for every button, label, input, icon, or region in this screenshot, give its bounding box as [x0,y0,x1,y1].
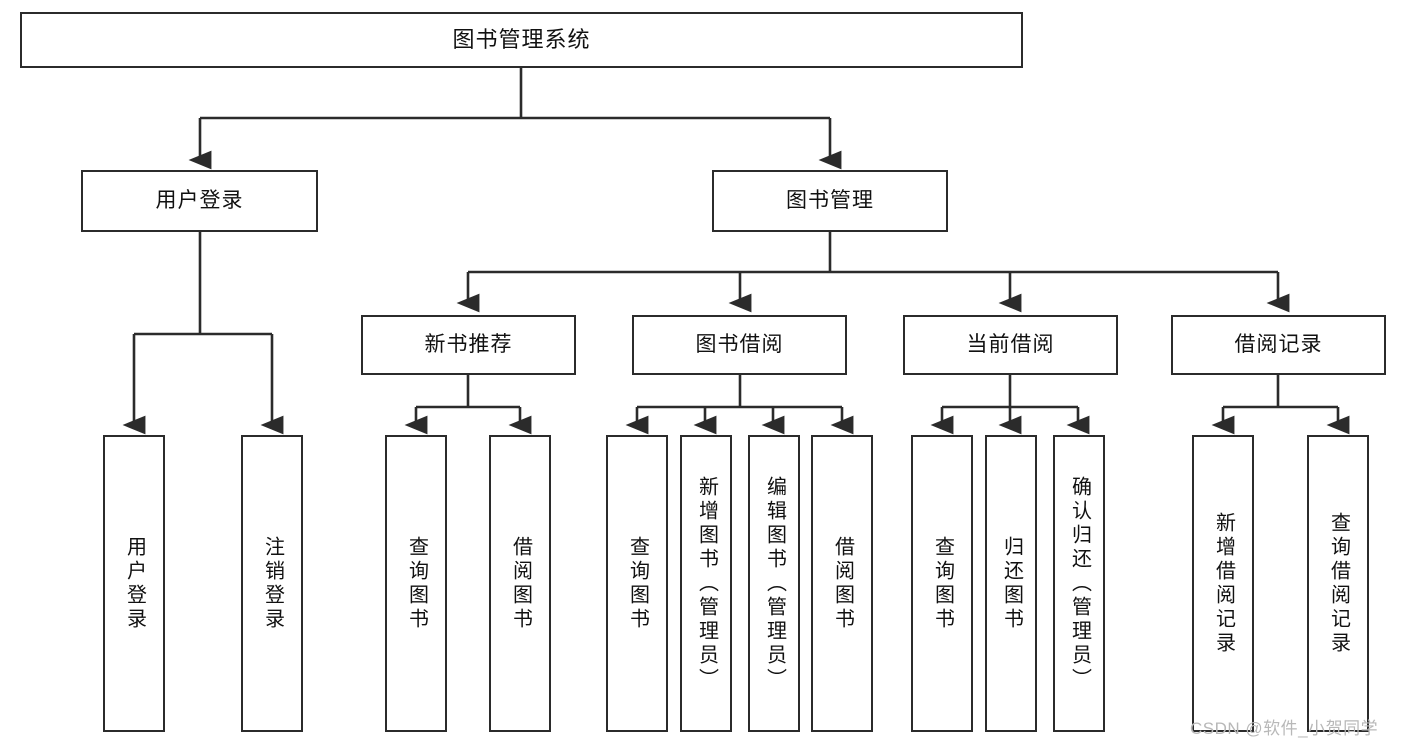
node-label: 归还图书 [1000,535,1023,632]
node-leaf-logout-login[interactable]: 注销登录 [241,435,303,732]
node-leaf-query-record[interactable]: 查询借阅记录 [1307,435,1369,732]
node-label: 查询借阅记录 [1327,511,1350,656]
node-label: 确认归还（管理员） [1068,475,1091,692]
node-label: 查询图书 [405,535,428,632]
node-label: 查询图书 [931,535,954,632]
node-leaf-return-book[interactable]: 归还图书 [985,435,1037,732]
node-leaf-borrow-book-1[interactable]: 借阅图书 [489,435,551,732]
node-root-book-management-system[interactable]: 图书管理系统 [20,12,1023,68]
node-label: 用户登录 [123,535,146,632]
node-current-borrow[interactable]: 当前借阅 [903,315,1118,375]
node-borrow-record[interactable]: 借阅记录 [1171,315,1386,375]
node-leaf-query-book-1[interactable]: 查询图书 [385,435,447,732]
node-leaf-edit-book[interactable]: 编辑图书（管理员） [748,435,800,732]
node-leaf-query-book-2[interactable]: 查询图书 [606,435,668,732]
node-label: 当前借阅 [966,333,1055,357]
node-new-book-recommend[interactable]: 新书推荐 [361,315,576,375]
node-label: 查询图书 [626,535,649,632]
node-leaf-borrow-book-2[interactable]: 借阅图书 [811,435,873,732]
node-book-borrow[interactable]: 图书借阅 [632,315,847,375]
node-label: 新书推荐 [424,333,513,357]
csdn-watermark: CSDN @软件_小贺同学 [1190,719,1379,738]
node-label: 借阅图书 [509,535,532,632]
node-label: 新增图书（管理员） [695,475,718,692]
node-label: 用户登录 [155,189,244,213]
node-leaf-confirm-return[interactable]: 确认归还（管理员） [1053,435,1105,732]
node-label: 图书管理系统 [452,26,591,52]
node-label: 借阅图书 [831,535,854,632]
node-label: 借阅记录 [1234,333,1323,357]
node-leaf-query-book-3[interactable]: 查询图书 [911,435,973,732]
node-book-management[interactable]: 图书管理 [712,170,948,232]
node-leaf-add-book[interactable]: 新增图书（管理员） [680,435,732,732]
node-user-login[interactable]: 用户登录 [81,170,318,232]
node-label: 注销登录 [261,535,284,632]
node-label: 新增借阅记录 [1212,511,1235,656]
node-leaf-user-login[interactable]: 用户登录 [103,435,165,732]
node-label: 图书管理 [786,189,874,213]
node-leaf-add-record[interactable]: 新增借阅记录 [1192,435,1254,732]
node-label: 编辑图书（管理员） [763,475,786,692]
node-label: 图书借阅 [695,333,784,357]
